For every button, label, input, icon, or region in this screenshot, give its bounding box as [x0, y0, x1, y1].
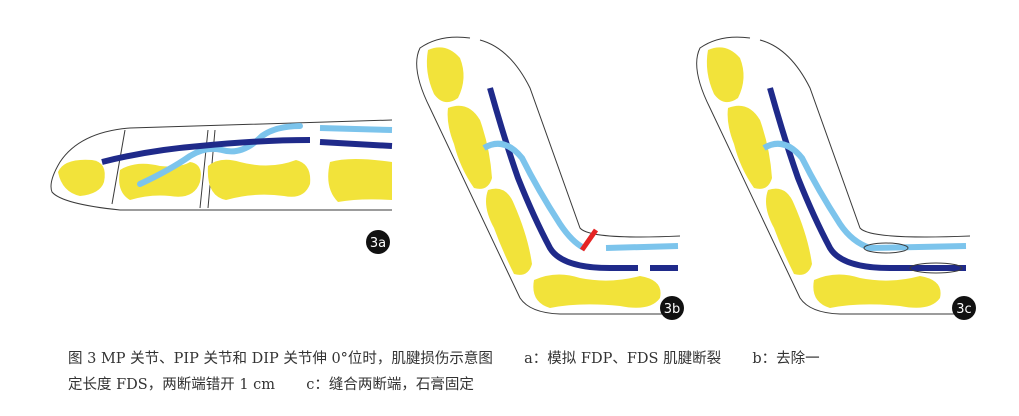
- figure-number: 图 3: [68, 351, 97, 367]
- fds-tendon-distal: [319, 125, 393, 133]
- caption-part-a: a：模拟 FDP、FDS 肌腱断裂: [524, 351, 722, 367]
- suture-site: [909, 262, 963, 274]
- finger-outline: [416, 36, 681, 315]
- figure-panel-3a: 3a: [50, 119, 393, 254]
- caption-line-2: 定长度 FDS，两断端错开 1 cm c：缝合两断端，石膏固定: [68, 372, 968, 398]
- panel-label-badge: [660, 296, 684, 320]
- fds-tendon: [762, 140, 967, 252]
- fds-tendon: [482, 140, 586, 251]
- rupture-mark: [579, 228, 599, 252]
- panel-label: 3a: [370, 236, 386, 251]
- figure-panel-3c: 3c: [696, 36, 976, 320]
- figure-caption: 图 3 MP 关节、PIP 关节和 DIP 关节伸 0°位时，肌腱损伤示意图 a…: [68, 346, 968, 398]
- caption-part-b-start: b：去除一: [752, 351, 820, 367]
- finger-outline: [696, 36, 971, 315]
- joint-crease: [199, 129, 209, 209]
- panel-label-badge: [366, 230, 390, 254]
- fds-tendon-distal: [605, 243, 679, 251]
- fdp-tendon-distal: [319, 139, 393, 149]
- fdp-tendon: [101, 137, 311, 165]
- fds-tendon: [137, 123, 303, 187]
- fdp-tendon: [487, 87, 638, 271]
- caption-line-1: 图 3 MP 关节、PIP 关节和 DIP 关节伸 0°位时，肌腱损伤示意图 a…: [68, 346, 968, 372]
- phalanx-bones: [58, 159, 392, 202]
- fdp-tendon: [767, 87, 966, 271]
- phalanx-bones: [706, 47, 941, 308]
- caption-title: MP 关节、PIP 关节和 DIP 关节伸 0°位时，肌腱损伤示意图: [100, 351, 493, 367]
- joint-crease: [111, 129, 126, 205]
- suture-site: [863, 242, 909, 254]
- panel-label-badge: [952, 296, 976, 320]
- finger-outline: [50, 119, 393, 211]
- phalanx-bones: [426, 47, 661, 308]
- caption-part-c: c：缝合两断端，石膏固定: [306, 377, 474, 393]
- panel-label: 3c: [956, 302, 971, 317]
- panel-label: 3b: [664, 302, 681, 317]
- figure-panel-3b: 3b: [416, 36, 684, 320]
- caption-part-b-end: 定长度 FDS，两断端错开 1 cm: [68, 377, 276, 393]
